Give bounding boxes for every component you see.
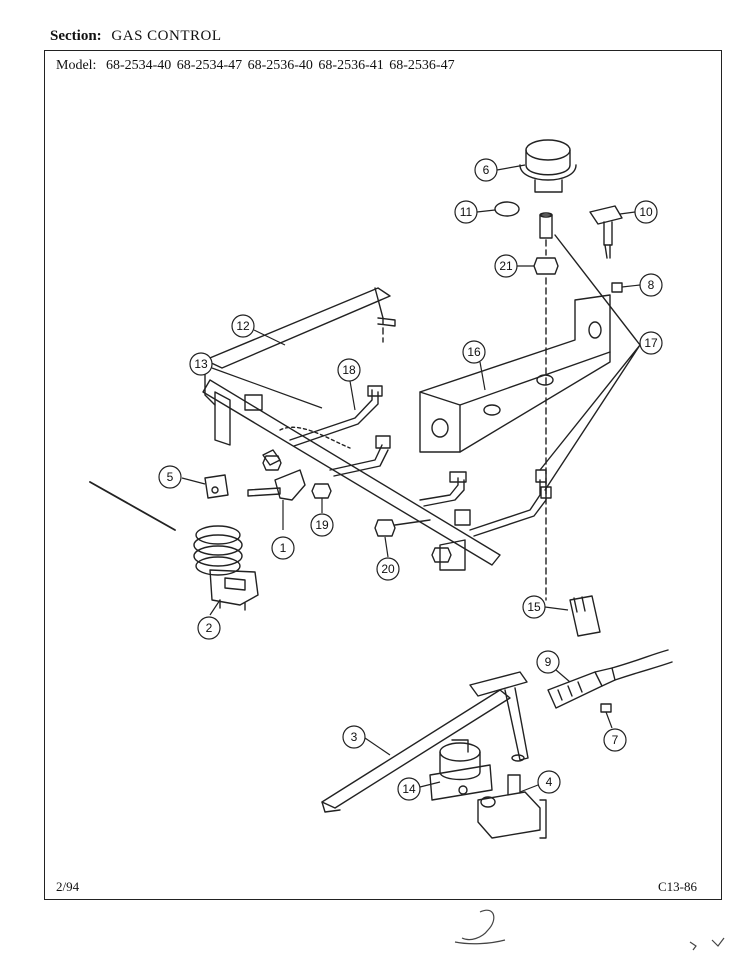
model-line: Model: 68-2534-40 68-2534-47 68-2536-40 … [56, 58, 455, 74]
orifice [539, 212, 553, 239]
part-12-tube [204, 287, 396, 406]
svg-text:19: 19 [315, 518, 329, 532]
model-label: Model: [56, 58, 97, 73]
svg-text:17: 17 [644, 336, 658, 350]
part-7-screw [600, 703, 612, 713]
part-10-bracket [589, 205, 623, 259]
svg-text:5: 5 [167, 470, 174, 484]
part-14-regulator [429, 739, 493, 801]
part-17-leaders [539, 234, 641, 491]
callout-15: 15 [522, 595, 569, 619]
section-value: GAS CONTROL [111, 28, 222, 44]
callout-1: 1 [271, 500, 295, 560]
svg-text:12: 12 [236, 319, 250, 333]
part-2-thermostat [89, 481, 259, 611]
part-4-valve [477, 774, 547, 839]
callout-12: 12 [231, 314, 286, 346]
svg-text:11: 11 [460, 205, 473, 219]
callout-13: 13 [189, 352, 323, 409]
section-label: Section: [50, 28, 102, 44]
valve-nut [262, 455, 282, 471]
part-20-nut [374, 519, 396, 537]
svg-text:16: 16 [467, 345, 481, 359]
part-5-clip [204, 474, 229, 499]
middle-tube [329, 435, 391, 477]
callout-14: 14 [397, 777, 441, 801]
callout-10: 10 [619, 200, 658, 224]
svg-text:10: 10 [639, 205, 653, 219]
right-tube [419, 471, 547, 537]
callout-16: 16 [462, 340, 486, 391]
part-18-tube [289, 385, 383, 447]
svg-text:20: 20 [381, 562, 395, 576]
svg-text:7: 7 [612, 733, 619, 747]
part-16-bracket [419, 294, 611, 453]
callout-19: 19 [310, 498, 334, 537]
svg-text:14: 14 [402, 782, 416, 796]
callout-21: 21 [494, 254, 534, 278]
callout-17: 17 [639, 331, 663, 355]
callout-6: 6 [474, 158, 526, 182]
callout-9: 9 [536, 650, 571, 683]
scan-marks [454, 909, 725, 951]
callout-18: 18 [337, 358, 361, 411]
footer-date: 2/94 [56, 879, 80, 894]
svg-text:8: 8 [648, 278, 655, 292]
part-20-tube [394, 519, 431, 526]
manifold-pipe [202, 379, 501, 571]
part-15-switch [569, 595, 601, 637]
callout-8: 8 [621, 273, 663, 297]
part-8-screw [611, 282, 623, 293]
svg-text:9: 9 [545, 655, 552, 669]
callout-3: 3 [342, 725, 391, 756]
svg-text:18: 18 [342, 363, 356, 377]
svg-text:6: 6 [483, 163, 490, 177]
part-19-nut [311, 483, 332, 499]
callout-4: 4 [519, 770, 561, 794]
part-1-valve [247, 449, 306, 501]
callout-20: 20 [376, 536, 400, 581]
diagram-frame [44, 50, 722, 900]
part-9-igniter [547, 649, 673, 709]
callout-5: 5 [158, 465, 206, 489]
part-3-rail [321, 671, 529, 813]
svg-text:2: 2 [206, 621, 213, 635]
part-21-nut [533, 257, 559, 275]
part-6-burner [519, 139, 577, 193]
svg-text:21: 21 [499, 259, 513, 273]
callout-2: 2 [197, 599, 221, 640]
svg-text:13: 13 [194, 357, 208, 371]
footer-code: C13-86 [658, 879, 697, 894]
part-17-screw-a [535, 469, 547, 483]
callout-7: 7 [603, 711, 627, 752]
part-17-screw-b [540, 486, 552, 499]
callout-11: 11 [454, 200, 496, 224]
svg-text:15: 15 [527, 600, 541, 614]
part-11-ring [494, 201, 520, 217]
svg-text:4: 4 [546, 775, 553, 789]
svg-text:3: 3 [351, 730, 358, 744]
section-title: Section: GAS CONTROL [50, 28, 222, 45]
svg-text:1: 1 [280, 541, 287, 555]
model-numbers: 68-2534-40 68-2534-47 68-2536-40 68-2536… [105, 58, 455, 73]
lower-nut [431, 547, 452, 563]
